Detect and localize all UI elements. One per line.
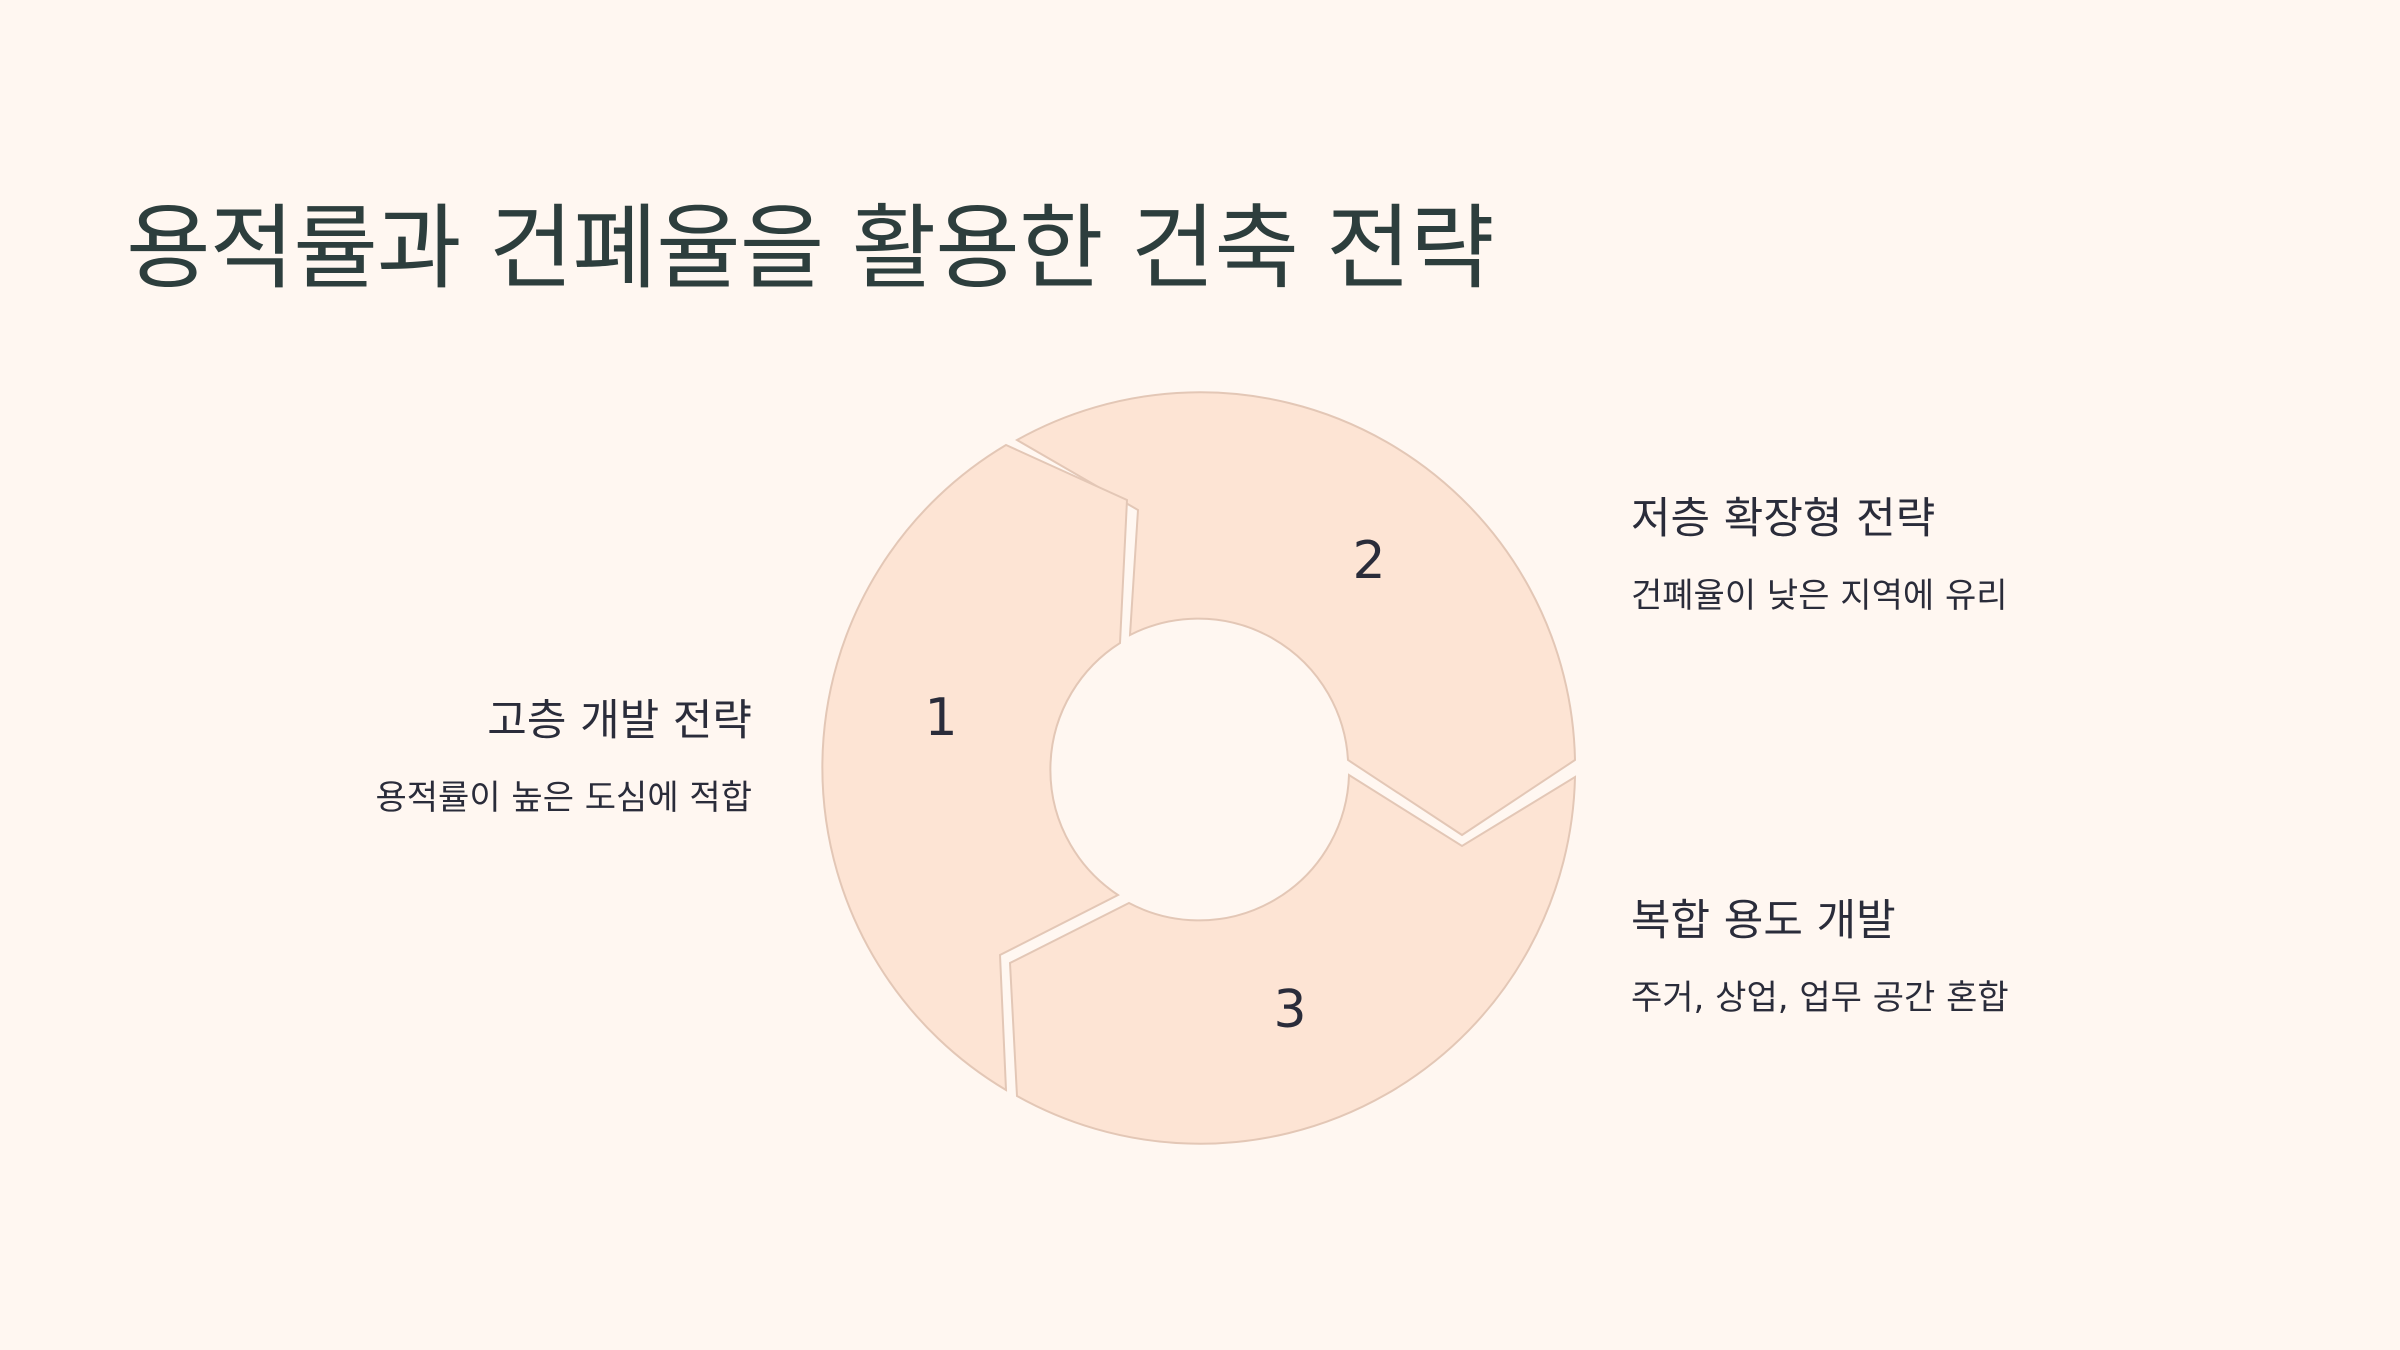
cycle-segment-3-number: 3 bbox=[1273, 980, 1306, 1040]
cycle-segment-1 bbox=[821, 443, 1129, 1092]
strategy-item-2-title: 저층 확장형 전략 bbox=[1631, 494, 1936, 544]
cycle-segment-3 bbox=[1008, 773, 1577, 1145]
cycle-segment-2-number: 2 bbox=[1352, 531, 1385, 591]
strategy-item-2-description: 건폐율이 낮은 지역에 유리 bbox=[1631, 575, 2008, 616]
strategy-item-1-title: 고층 개발 전략 bbox=[487, 696, 752, 746]
strategy-item-3: 복합 용도 개발 주거, 상업, 업무 공간 혼합 bbox=[1631, 896, 2009, 1018]
page-title: 용적률과 건폐율을 활용한 건축 전략 bbox=[126, 195, 1495, 302]
strategy-item-3-description: 주거, 상업, 업무 공간 혼합 bbox=[1631, 977, 2009, 1018]
strategy-item-3-title: 복합 용도 개발 bbox=[1631, 896, 1896, 946]
strategy-item-1-description: 용적률이 높은 도심에 적합 bbox=[375, 777, 752, 818]
cycle-segment-2 bbox=[1014, 391, 1577, 837]
strategy-item-1: 고층 개발 전략 용적률이 높은 도심에 적합 bbox=[375, 696, 752, 818]
strategy-item-2: 저층 확장형 전략 건폐율이 낮은 지역에 유리 bbox=[1631, 494, 2008, 616]
cycle-segment-1-number: 1 bbox=[924, 688, 957, 748]
